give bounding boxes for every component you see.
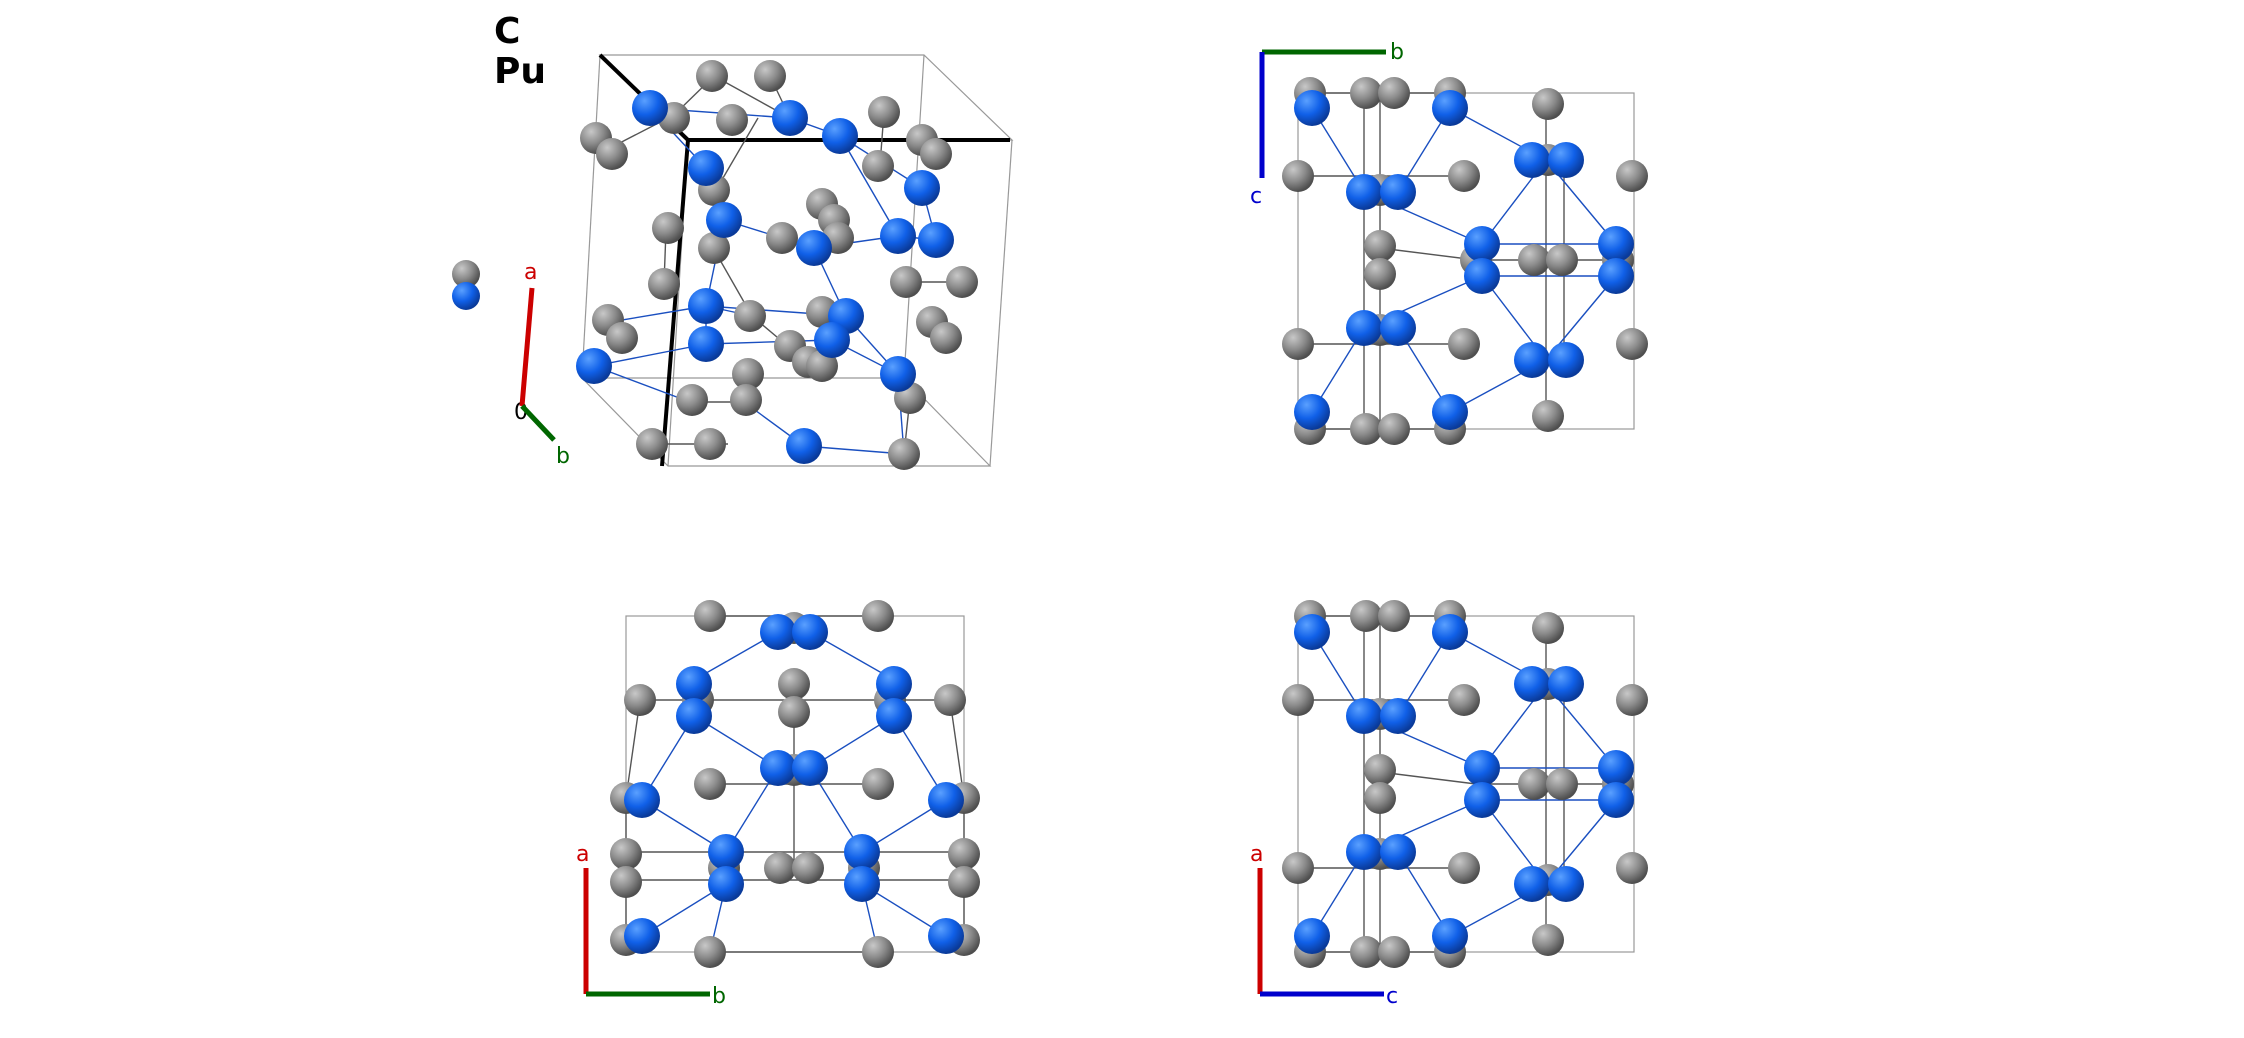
atoms — [1282, 77, 1648, 445]
orientation-axes — [1259, 49, 1386, 178]
bc-axis-b-label: b — [1390, 40, 1404, 65]
ab-axis-a-label: a — [576, 842, 590, 867]
ac-axis-a-label: a — [1250, 842, 1264, 867]
orientation-axes — [583, 868, 710, 997]
orientation-axes — [1257, 868, 1384, 997]
ab-view — [583, 600, 980, 997]
perspective-view — [452, 53, 1014, 470]
bc-view — [1259, 49, 1648, 445]
persp-axis-a-label: a — [524, 260, 538, 285]
ab-axis-b-label: b — [712, 984, 726, 1009]
orientation-axes — [519, 287, 556, 442]
bc-axis-c-label: c — [1250, 184, 1263, 209]
persp-axis-b-label: b — [556, 444, 570, 469]
legend-pu: Pu — [494, 51, 547, 92]
ac-axis-c-label: c — [1386, 984, 1399, 1009]
legend-c: C — [494, 11, 521, 52]
atoms — [610, 600, 980, 968]
ac-view — [1257, 600, 1648, 997]
atoms — [452, 60, 978, 470]
bonds — [1298, 615, 1632, 953]
atoms — [1282, 600, 1648, 968]
